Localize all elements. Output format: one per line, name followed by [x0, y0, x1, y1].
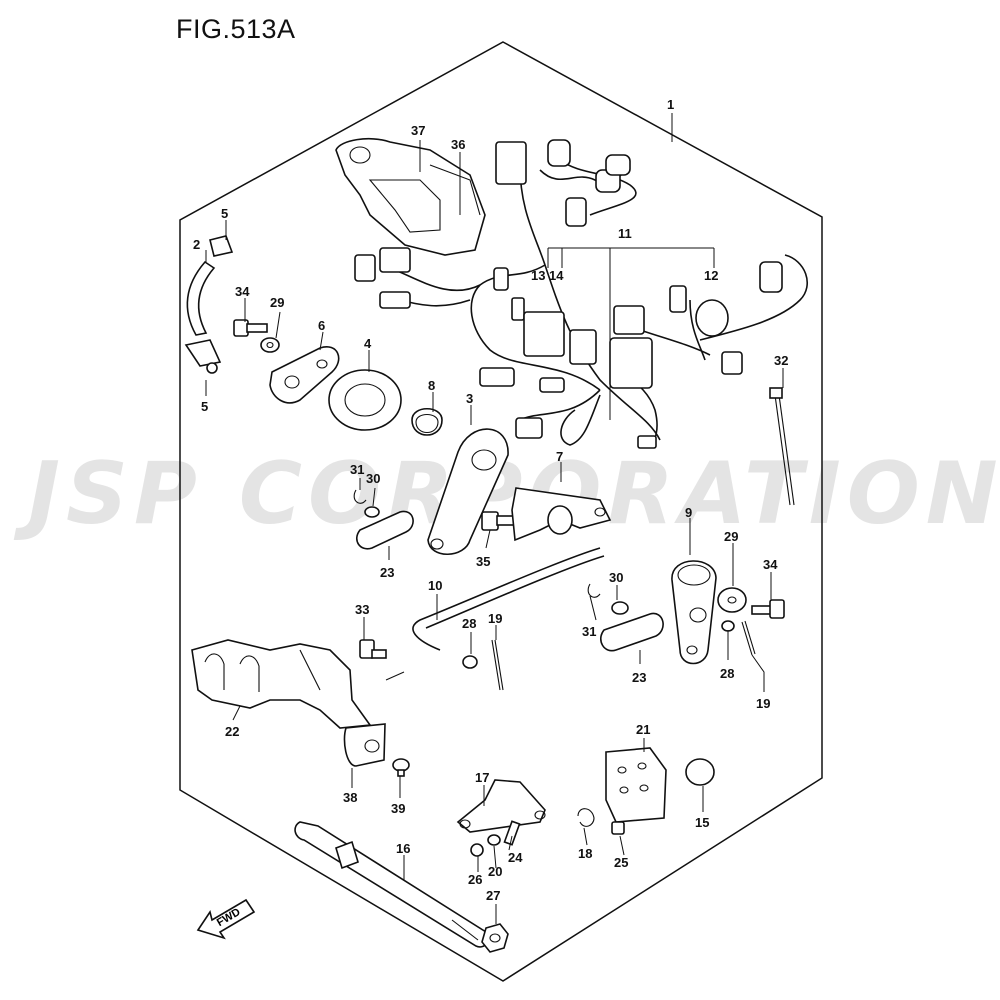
callout-31-left: 31: [350, 462, 364, 477]
callout-13: 13: [531, 268, 545, 283]
callout-27: 27: [486, 888, 500, 903]
callout-5-top: 5: [221, 206, 228, 221]
callout-21: 21: [636, 722, 650, 737]
callout-11: 11: [618, 226, 632, 241]
callout-25: 25: [614, 855, 628, 870]
shift-bracket: [191, 639, 410, 777]
callout-29-right: 29: [724, 529, 738, 544]
callout-36: 36: [451, 137, 465, 152]
callout-34-right: 34: [763, 557, 778, 572]
callout-23-right: 23: [632, 670, 646, 685]
shift-shaft: [294, 821, 509, 953]
figure-title: FIG.513A: [176, 14, 296, 44]
cable-tie: [769, 387, 795, 506]
link-arms: [356, 510, 664, 652]
harness-bracket: [335, 138, 486, 256]
callout-33: 33: [355, 602, 369, 617]
callout-28-right: 28: [720, 666, 734, 681]
callout-7: 7: [556, 449, 563, 464]
callout-30-right: 30: [609, 570, 623, 585]
fasteners-right: [587, 583, 785, 656]
callout-29-left: 29: [270, 295, 284, 310]
callout-1: 1: [667, 97, 674, 112]
callout-23-left: 23: [380, 565, 394, 580]
link-bracket: [511, 487, 612, 542]
fwd-arrow: FWD: [196, 898, 256, 940]
callout-37: 37: [411, 123, 425, 138]
hose-part: [184, 235, 234, 374]
callout-35: 35: [476, 554, 490, 569]
callout-3: 3: [466, 391, 473, 406]
callout-22: 22: [225, 724, 239, 739]
leader-lines: [205, 113, 784, 924]
callout-20: 20: [488, 864, 502, 879]
callout-6: 6: [318, 318, 325, 333]
callout-12: 12: [704, 268, 718, 283]
callout-8: 8: [428, 378, 435, 393]
watermark: JSP CORPORATION: [28, 444, 1000, 544]
callout-4: 4: [364, 336, 372, 351]
callout-15: 15: [695, 815, 709, 830]
callout-18: 18: [578, 846, 592, 861]
callout-34-left: 34: [235, 284, 250, 299]
pad-plug: [577, 747, 715, 835]
fasteners-middle: [462, 639, 504, 691]
callout-39: 39: [391, 801, 405, 816]
callout-24: 24: [508, 850, 523, 865]
callout-5-bottom: 5: [201, 399, 208, 414]
throttle-components: [233, 319, 443, 436]
callout-28-mid: 28: [462, 616, 476, 631]
assembly-outline: [179, 41, 823, 982]
throttle-lever: [427, 428, 516, 555]
callout-19-mid: 19: [488, 611, 502, 626]
clip-washer-left: [353, 489, 380, 518]
callout-9: 9: [685, 505, 692, 520]
callout-19-right: 19: [756, 696, 770, 711]
callout-26: 26: [468, 872, 482, 887]
callout-38: 38: [343, 790, 357, 805]
wire-harness: [354, 139, 809, 449]
callout-17: 17: [475, 770, 489, 785]
callout-32: 32: [774, 353, 788, 368]
callout-30-left: 30: [366, 471, 380, 486]
callout-31-right: 31: [582, 624, 596, 639]
shift-lever: [671, 560, 717, 665]
control-rod: [412, 547, 605, 651]
plate-assembly: [456, 779, 546, 857]
callout-14: 14: [549, 268, 564, 283]
callout-2: 2: [193, 237, 200, 252]
callout-10: 10: [428, 578, 442, 593]
callout-16: 16: [396, 841, 410, 856]
callout-labels: 1 2 3 4 5 5 6 7 8 9 10 11 12 13 14 15 16…: [193, 97, 788, 903]
